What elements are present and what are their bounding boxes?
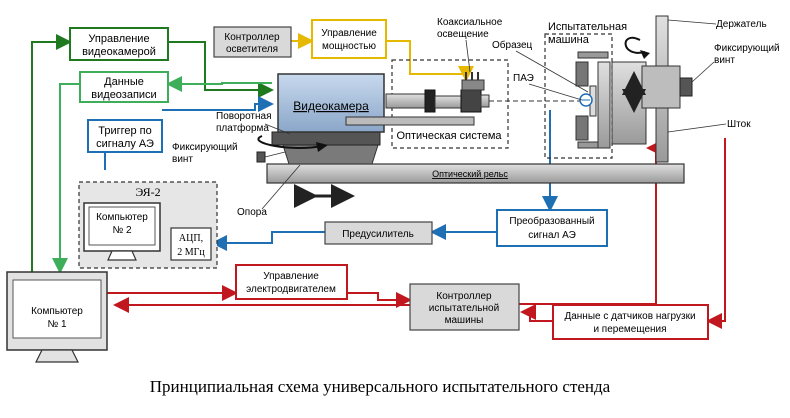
svg-text:Контроллер: Контроллер	[436, 291, 492, 302]
svg-text:Компьютер: Компьютер	[31, 306, 83, 317]
sensor-data-box: Данные с датчиков нагрузки и перемещения	[552, 304, 709, 340]
svg-text:Образец: Образец	[492, 39, 533, 51]
line-ae-signal	[211, 110, 558, 251]
light-controller-box: Контроллер осветителя	[213, 26, 292, 58]
power-control-box: Управление мощностью	[311, 19, 387, 59]
svg-text:Видеокамера: Видеокамера	[293, 99, 369, 113]
svg-text:ЭЯ-2: ЭЯ-2	[135, 185, 160, 199]
computer1-monitor-icon: Компьютер № 1	[6, 271, 108, 363]
machine-controller-box: Контроллер испытательной машины	[409, 283, 520, 331]
svg-text:Держатель: Держатель	[716, 19, 767, 30]
line-video-data	[52, 76, 272, 274]
svg-text:№ 1: № 1	[47, 319, 67, 330]
svg-text:машины: машины	[445, 315, 484, 326]
trigger-box: Триггер по сигналу АЭ	[87, 119, 163, 153]
svg-text:Управление: Управление	[88, 33, 149, 45]
motor-control-box: Управление электродвигателем	[235, 264, 348, 300]
svg-text:винт: винт	[714, 55, 735, 66]
video-control-box: Управление видеокамерой	[69, 27, 169, 61]
holder-column	[624, 15, 693, 163]
svg-text:Оптическая система: Оптическая система	[396, 130, 502, 142]
svg-text:видеозаписи: видеозаписи	[91, 89, 156, 101]
svg-text:Триггер по: Триггер по	[98, 125, 152, 137]
svg-text:Фиксирующий: Фиксирующий	[172, 142, 238, 153]
svg-text:осветителя: осветителя	[226, 44, 278, 55]
svg-text:Контроллер: Контроллер	[224, 32, 280, 43]
svg-text:Испытательная: Испытательная	[548, 21, 627, 33]
adc-box: АЦП, 2 МГц	[170, 227, 212, 261]
preamp-box: Предусилитель	[324, 221, 433, 245]
svg-text:№ 2: № 2	[112, 225, 132, 236]
svg-text:Опора: Опора	[237, 207, 267, 218]
svg-text:Управление: Управление	[263, 271, 319, 282]
svg-text:АЦП,: АЦП,	[179, 233, 203, 244]
video-data-box: Данные видеозаписи	[79, 71, 169, 103]
svg-text:платформа: платформа	[216, 122, 269, 134]
ae-system-box: ЭЯ-2 Компьютер № 2 АЦП, 2 МГц	[78, 181, 218, 269]
line-trigger	[104, 96, 274, 170]
converted-signal-box: Преобразованный сигнал АЭ	[496, 209, 608, 247]
test-machine	[544, 33, 647, 159]
optical-system: Оптическая система	[345, 59, 509, 149]
sample-sensor-icon	[579, 93, 593, 107]
line-video-control	[31, 34, 274, 272]
callout-labels: Поворотная платформа Фиксирующий винт Оп…	[172, 17, 780, 218]
svg-text:винт: винт	[172, 154, 193, 165]
svg-text:Данные с датчиков нагрузки: Данные с датчиков нагрузки	[564, 311, 695, 322]
computer2-monitor-icon: Компьютер № 2	[83, 202, 161, 261]
svg-text:испытательной: испытательной	[429, 303, 499, 314]
svg-text:и перемещения: и перемещения	[593, 324, 666, 335]
svg-text:Фиксирующий: Фиксирующий	[714, 43, 780, 54]
svg-text:сигналу АЭ: сигналу АЭ	[96, 138, 154, 150]
svg-text:мощностью: мощностью	[322, 41, 377, 52]
svg-text:электродвигателем: электродвигателем	[246, 284, 336, 295]
optical-rail: Оптический рельс	[266, 163, 685, 184]
svg-text:Коаксиальное: Коаксиальное	[437, 17, 503, 28]
svg-text:Поворотная: Поворотная	[216, 111, 272, 122]
svg-text:машина: машина	[548, 34, 590, 46]
svg-text:сигнал АЭ: сигнал АЭ	[528, 230, 576, 241]
svg-text:ПАЭ: ПАЭ	[513, 73, 534, 84]
svg-text:Шток: Шток	[727, 119, 751, 130]
svg-text:2 МГц: 2 МГц	[177, 247, 205, 258]
svg-text:Данные: Данные	[104, 76, 144, 88]
svg-text:Компьютер: Компьютер	[96, 212, 148, 223]
svg-text:освещение: освещение	[437, 29, 489, 40]
svg-text:Предусилитель: Предусилитель	[342, 229, 414, 240]
coaxial-light-icon	[461, 72, 485, 91]
svg-text:видеокамерой: видеокамерой	[82, 46, 156, 58]
svg-text:Преобразованный: Преобразованный	[509, 215, 594, 227]
svg-text:Оптический рельс: Оптический рельс	[432, 169, 508, 179]
svg-text:Управление: Управление	[321, 28, 377, 39]
caption: Принципиальная схема универсального испы…	[150, 377, 611, 396]
